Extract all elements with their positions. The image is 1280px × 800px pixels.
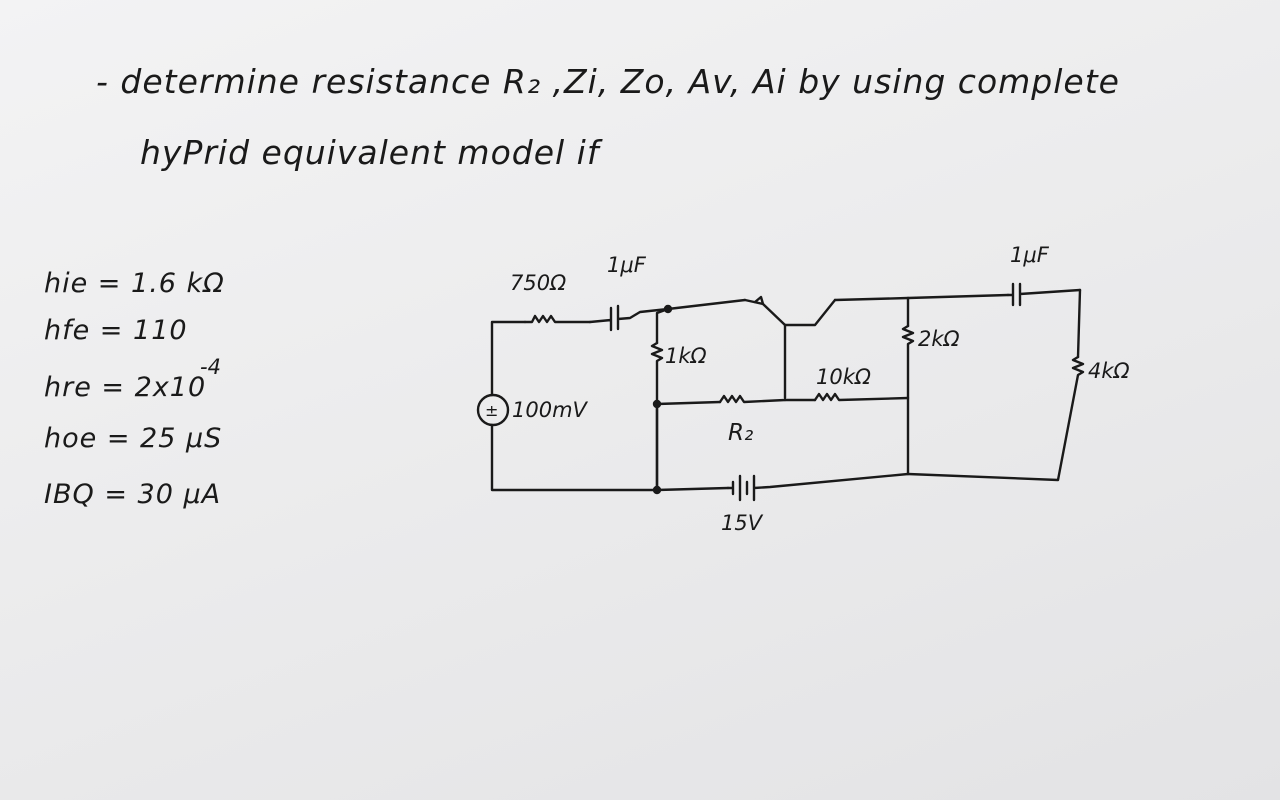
battery-15v-label: 15V [721, 511, 764, 535]
resistor-2k-symbol [901, 324, 915, 476]
resistor-4k-label: 4kΩ [1088, 359, 1130, 383]
resistor-10k-label: 10kΩ [816, 365, 871, 389]
wire-r2-left [655, 400, 722, 406]
problem-line-2: hyPrid equivalent model if [140, 133, 600, 172]
output-capacitor-label: 1μF [1010, 243, 1050, 267]
resistor-10k-symbol [813, 392, 910, 402]
wire-base-to-transistor [666, 298, 747, 311]
input-capacitor-label: 1μF [607, 253, 647, 277]
param-ibq: IBQ = 30 μA [44, 479, 222, 510]
param-hre: hre = 2x10 [44, 372, 207, 403]
transistor-emitter [743, 298, 787, 327]
wire-left-source-top [490, 320, 527, 397]
wire-collector-top [833, 293, 1010, 302]
ac-source-polarity: ± [485, 401, 498, 420]
transistor-emitter-arrow-icon [753, 295, 765, 306]
wire-4k-vertical [1076, 288, 1082, 359]
resistor-750-symbol [523, 314, 592, 324]
resistor-1k-label: 1kΩ [665, 344, 707, 368]
wire-bottom-left [655, 486, 730, 492]
transistor-collector [783, 298, 837, 327]
resistor-750-label: 750Ω [510, 271, 566, 295]
ac-source-icon [476, 393, 510, 427]
r2-label: R₂ [728, 420, 753, 446]
problem-line-1: - determine resistance R₂ ,Zi, Zo, Av, A… [96, 62, 1120, 101]
input-capacitor-symbol [588, 304, 670, 332]
resistor-r2-symbol [718, 394, 787, 404]
param-hfe: hfe = 110 [44, 315, 188, 346]
battery-15v-symbol [726, 472, 910, 502]
wire-left-source-bottom [490, 423, 659, 492]
resistor-1k-symbol [650, 341, 664, 492]
param-hoe: hoe = 25 μS [44, 423, 223, 454]
resistor-2k-label: 2kΩ [918, 327, 960, 351]
wire-1k-vertical [655, 307, 670, 345]
resistor-4k-symbol [906, 355, 1085, 482]
param-hie: hie = 1.6 kΩ [44, 268, 225, 299]
param-hre-exponent: -4 [200, 355, 221, 379]
output-capacitor-symbol [1006, 282, 1082, 307]
source-voltage-label: 100mV [512, 398, 589, 422]
